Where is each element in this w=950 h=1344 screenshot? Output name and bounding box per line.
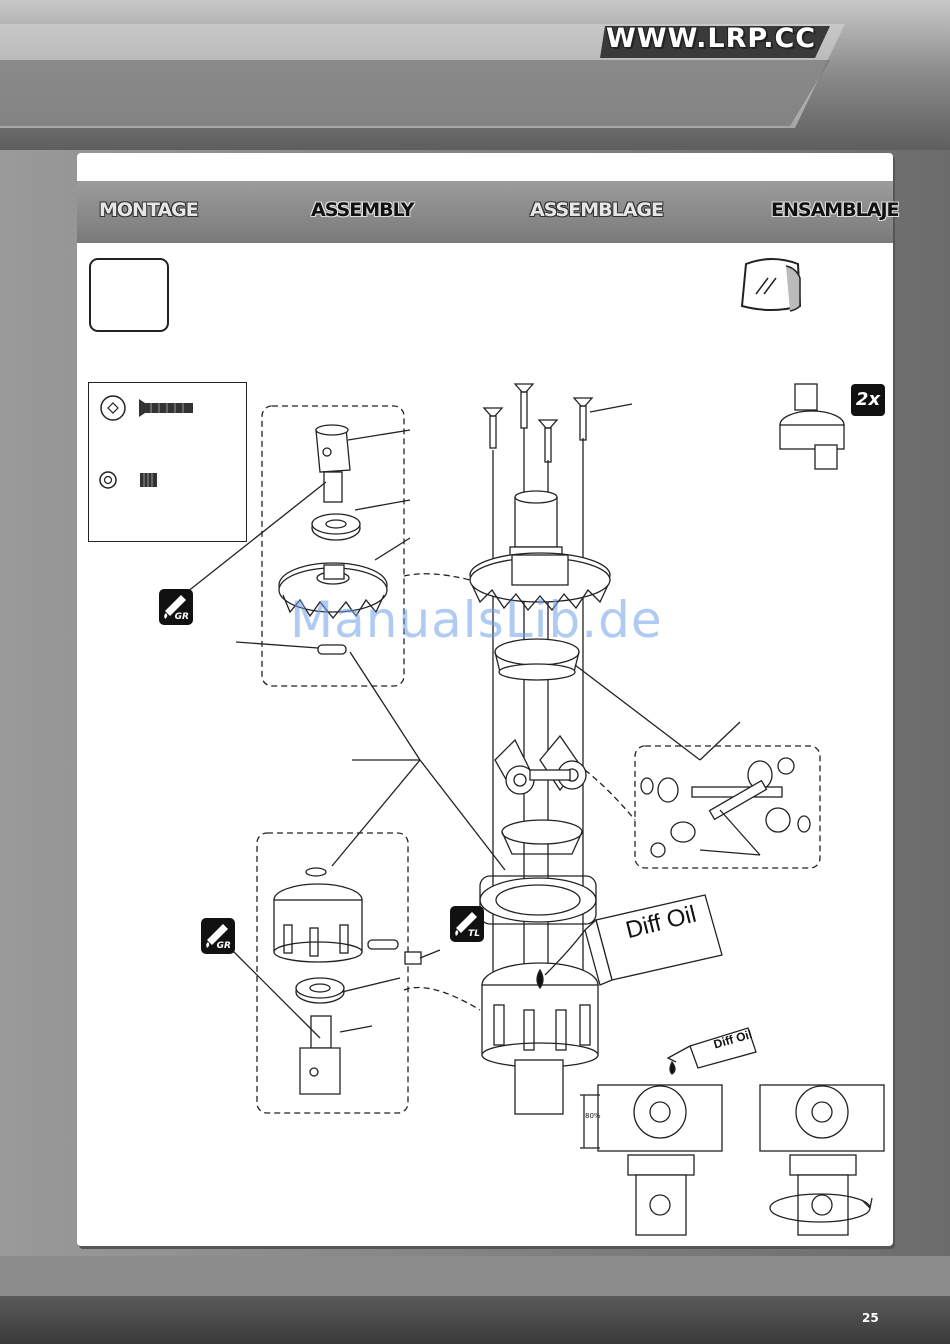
title-ensamblaje: ENSAMBLAJE	[771, 195, 881, 225]
title-assemblage: ASSEMBLAGE	[530, 195, 640, 225]
bearing-top-left	[312, 500, 410, 540]
bevel-gear-top	[495, 639, 700, 760]
grease-badge-bottom: GR	[201, 918, 235, 954]
assembled-diff-preview	[780, 384, 844, 469]
gasket	[480, 876, 596, 924]
fill-level-view-right	[760, 1085, 884, 1235]
diff-case-center	[482, 963, 598, 1114]
threadlock-badge: TL	[450, 906, 484, 942]
outdrive-top-left	[316, 425, 410, 502]
grease-badge-top: GR	[159, 589, 193, 625]
differential-exploded-diagram	[77, 243, 893, 1246]
title-assembly: ASSEMBLY	[311, 195, 401, 225]
outdrive-bottom-left	[300, 1016, 372, 1094]
website-url: WWW.LRP.CC	[606, 22, 806, 56]
fill-level-label: 80%	[585, 1112, 607, 1124]
fill-level-view-left	[580, 1085, 722, 1235]
page-number: 25	[862, 1308, 892, 1328]
bevel-gear-bottom	[502, 820, 582, 854]
grease-label: GR	[217, 941, 231, 951]
pin-and-setscrew	[368, 940, 440, 964]
title-montage: MONTAGE	[99, 195, 179, 225]
spider-gear-detail	[641, 722, 810, 857]
spider-gears	[495, 736, 586, 794]
grease-label: GR	[175, 612, 189, 622]
threadlock-label: TL	[468, 929, 480, 939]
bearing-bottom-left	[296, 978, 400, 1003]
watermark: ManualsLib.de	[290, 592, 670, 648]
diff-case-left	[274, 868, 362, 962]
screw-group	[484, 384, 632, 462]
